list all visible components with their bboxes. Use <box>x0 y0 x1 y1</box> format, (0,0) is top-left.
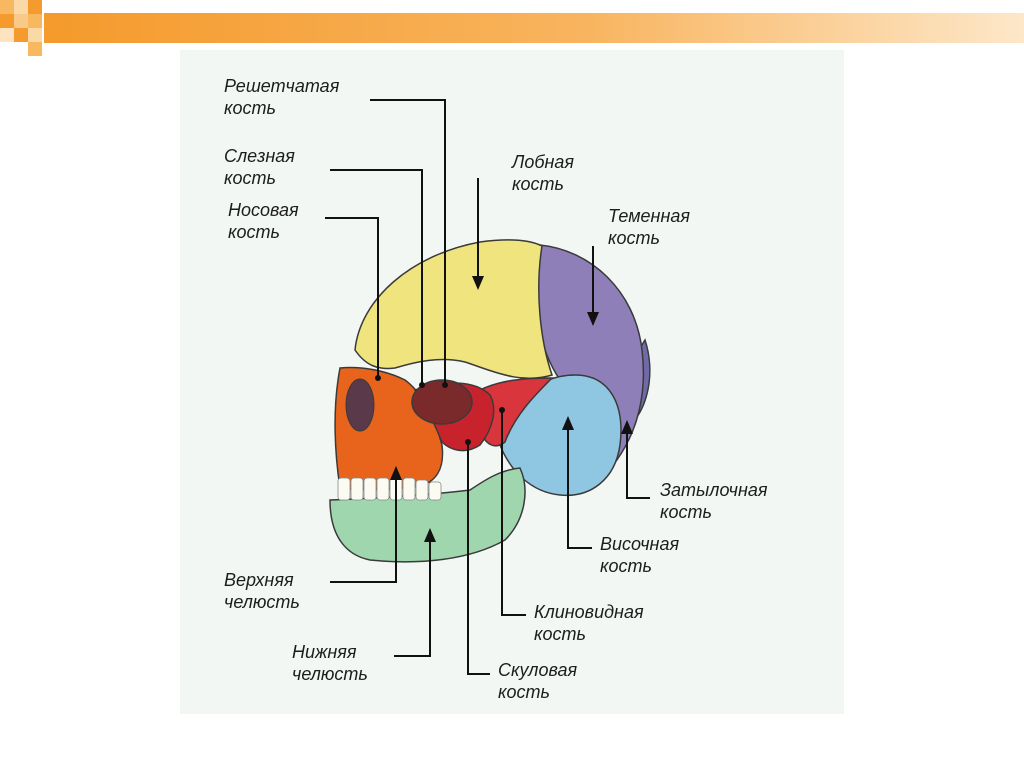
label-parietal-line1: Теменная <box>608 206 690 226</box>
label-nasal: Носовая кость <box>228 200 304 242</box>
label-sphenoid: Клиновидная кость <box>534 602 649 644</box>
sphenoid-bone-shape <box>479 377 554 447</box>
skull-diagram-panel: Решетчатая кость Слезная кость Носовая к… <box>180 50 844 714</box>
label-nasal-line1: Носовая <box>228 200 299 220</box>
label-lacrimal-line1: Слезная <box>224 146 295 166</box>
skull-diagram: Решетчатая кость Слезная кость Носовая к… <box>224 76 773 702</box>
label-frontal-line2: кость <box>512 174 564 194</box>
frontal-bone-shape <box>354 239 553 380</box>
label-mandible-line1: Нижняя <box>292 642 357 662</box>
title-banner <box>0 0 1024 56</box>
nasal-cavity-shape <box>345 378 375 432</box>
label-maxilla: Верхняя челюсть <box>224 570 300 612</box>
label-mandible-line2: челюсть <box>292 664 368 684</box>
leader-maxilla <box>330 468 397 583</box>
label-zygomatic: Скуловая кость <box>498 660 582 702</box>
label-ethmoid: Решетчатая кость <box>224 76 344 118</box>
label-nasal-line2: кость <box>228 222 280 242</box>
label-lacrimal-line2: кость <box>224 168 276 188</box>
label-sphenoid-line2: кость <box>534 624 586 644</box>
label-sphenoid-line1: Клиновидная <box>534 602 644 622</box>
label-parietal: Теменная кость <box>608 206 695 248</box>
label-occipital-line2: кость <box>660 502 712 522</box>
leader-temporal <box>567 418 592 549</box>
label-temporal-line1: Височная <box>600 534 679 554</box>
leader-sphenoid <box>501 410 526 616</box>
label-occipital: Затылочная кость <box>660 480 773 522</box>
banner-bar <box>44 13 1024 43</box>
labels: Решетчатая кость Слезная кость Носовая к… <box>224 76 773 702</box>
leader-ethmoid <box>370 99 446 385</box>
mandible-bone-shape <box>329 467 526 563</box>
leader-occipital <box>626 422 650 499</box>
leader-lines <box>325 99 650 675</box>
label-zygomatic-line1: Скуловая <box>498 660 577 680</box>
label-temporal: Височная кость <box>600 534 684 576</box>
orbit-shape <box>411 379 473 425</box>
leader-mandible <box>394 530 431 657</box>
label-occipital-line1: Затылочная <box>660 480 768 500</box>
banner-squares-decoration <box>0 0 42 56</box>
label-temporal-line2: кость <box>600 556 652 576</box>
label-lacrimal: Слезная кость <box>224 146 300 188</box>
leader-zygomatic <box>467 442 490 675</box>
leader-nasal <box>325 217 379 378</box>
label-maxilla-line1: Верхняя <box>224 570 294 590</box>
teeth <box>337 477 442 501</box>
label-frontal: Лобная кость <box>511 152 579 194</box>
leader-lacrimal <box>330 169 423 385</box>
label-parietal-line2: кость <box>608 228 660 248</box>
label-ethmoid-line1: Решетчатая <box>224 76 340 96</box>
label-frontal-line1: Лобная <box>511 152 574 172</box>
label-maxilla-line2: челюсть <box>224 592 300 612</box>
label-mandible: Нижняя челюсть <box>292 642 368 684</box>
skull-illustration <box>329 239 651 563</box>
label-zygomatic-line2: кость <box>498 682 550 702</box>
label-ethmoid-line2: кость <box>224 98 276 118</box>
